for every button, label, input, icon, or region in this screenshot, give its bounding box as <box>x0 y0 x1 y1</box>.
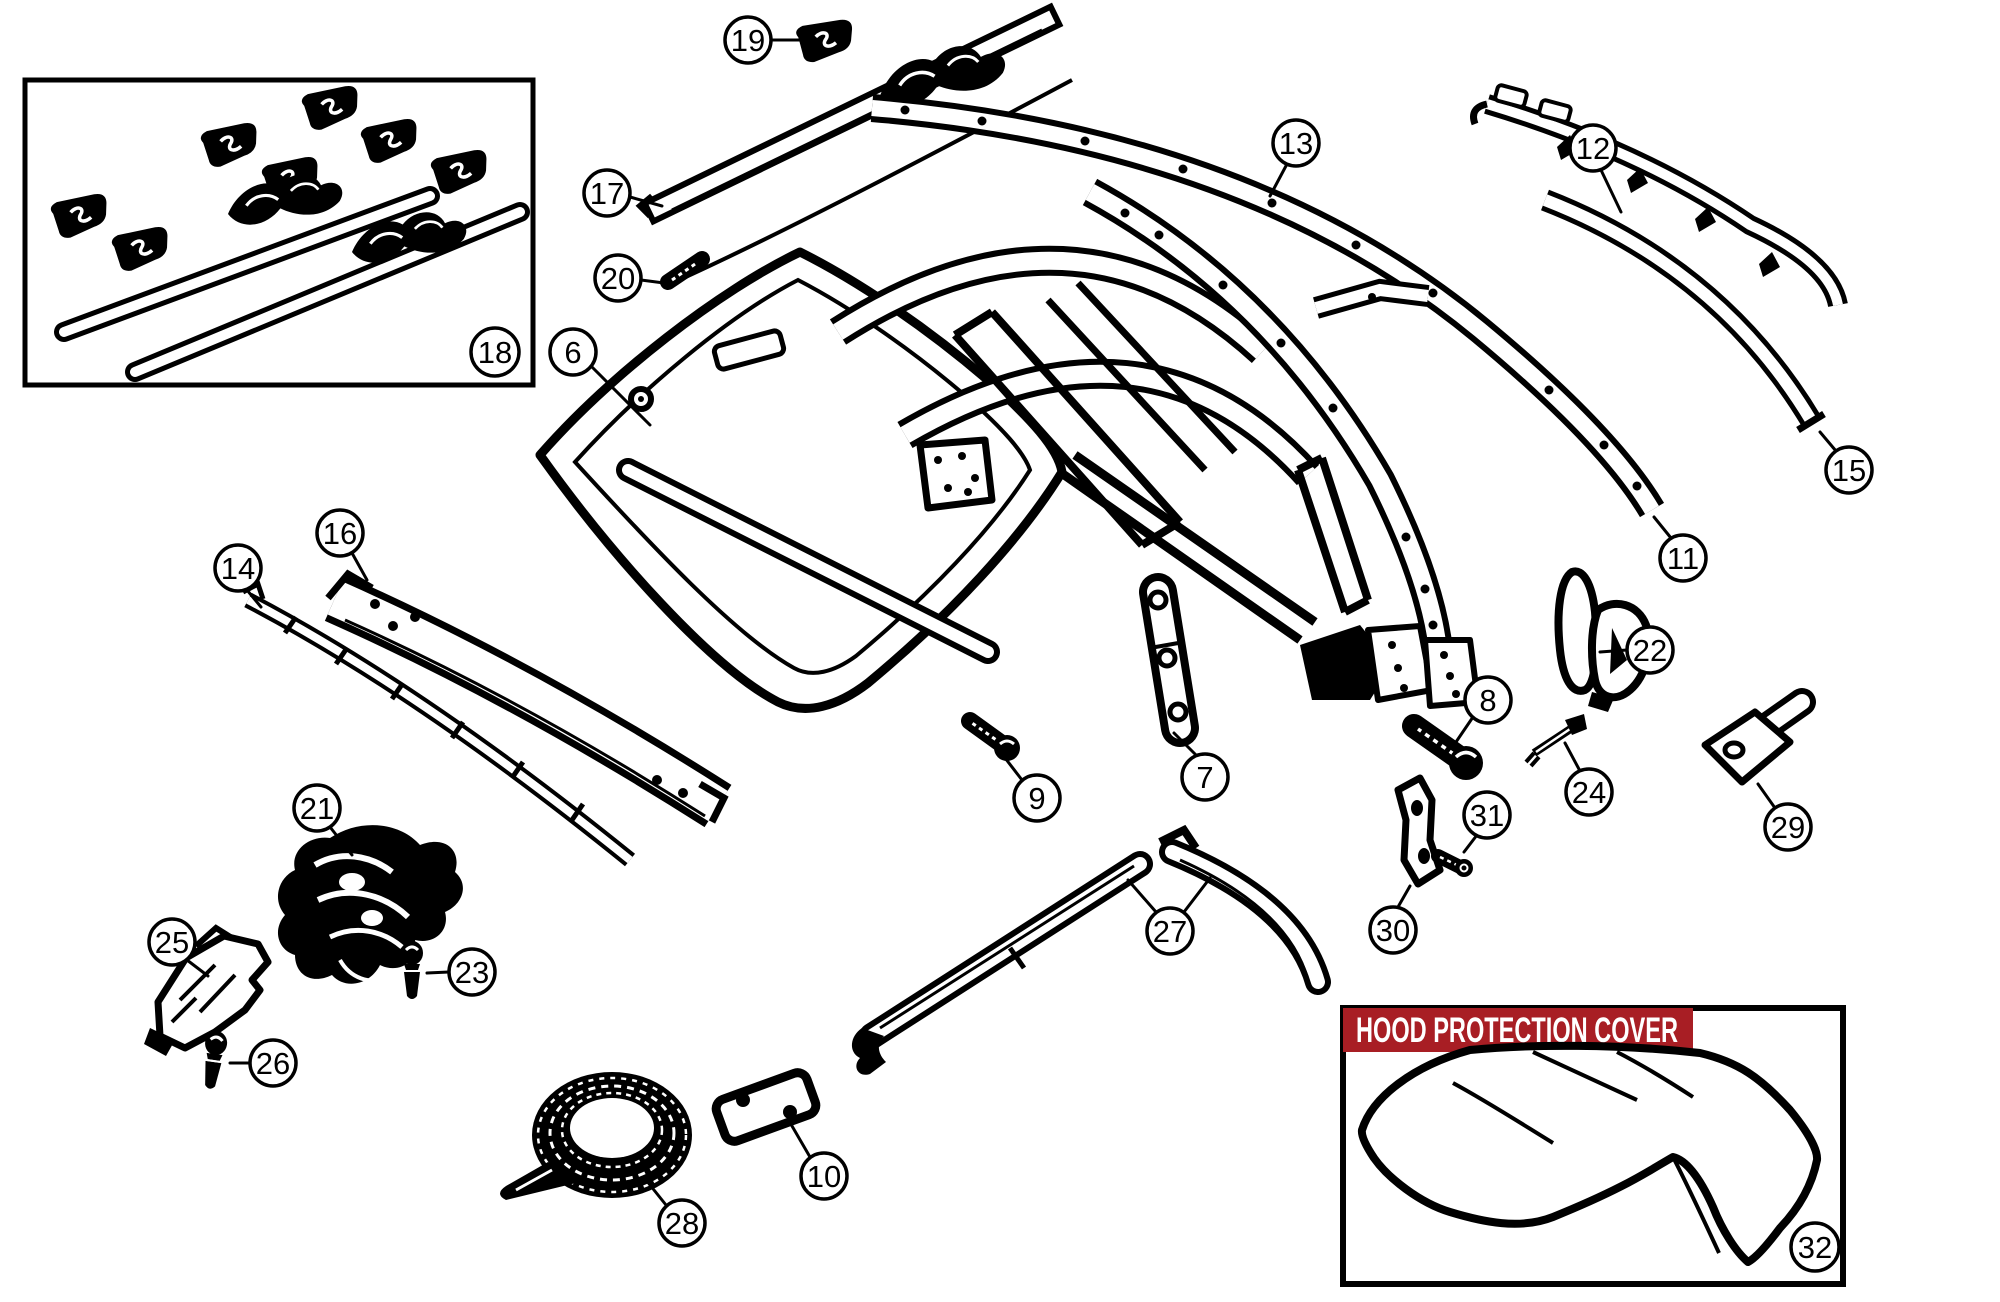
callout-32[interactable]: 32 <box>1789 1221 1841 1273</box>
part-23-bolt <box>399 939 425 1001</box>
svg-text:20: 20 <box>601 261 635 296</box>
part-6-hood-frame-assembly <box>535 178 1481 713</box>
part-27-sill-rails <box>851 824 1331 1075</box>
callout-21[interactable]: 21 <box>292 783 354 857</box>
callout-25[interactable]: 25 <box>147 917 210 978</box>
svg-text:10: 10 <box>807 1159 841 1194</box>
svg-text:15: 15 <box>1832 453 1866 488</box>
svg-text:28: 28 <box>665 1206 699 1241</box>
callout-6[interactable]: 6 <box>548 327 652 427</box>
svg-text:24: 24 <box>1572 775 1606 810</box>
callout-19[interactable]: 19 <box>723 15 802 65</box>
svg-text:7: 7 <box>1196 760 1213 795</box>
part-28-webbing-roll <box>500 1072 692 1200</box>
callout-24[interactable]: 24 <box>1563 741 1614 817</box>
part-16-header-rail-band <box>324 569 732 828</box>
part-20-tension-cable <box>660 78 1073 290</box>
callout-31[interactable]: 31 <box>1462 790 1512 854</box>
svg-text:8: 8 <box>1479 683 1496 718</box>
callout-12[interactable]: 12 <box>1568 123 1623 214</box>
svg-text:12: 12 <box>1576 131 1610 166</box>
callout-13[interactable]: 13 <box>1268 118 1321 198</box>
callout-20[interactable]: 20 <box>593 253 666 303</box>
part-30-bracket <box>1394 774 1444 888</box>
callout-28[interactable]: 28 <box>644 1178 707 1248</box>
svg-text:21: 21 <box>300 791 334 826</box>
svg-text:13: 13 <box>1279 126 1313 161</box>
callout-15[interactable]: 15 <box>1818 430 1874 495</box>
callout-29[interactable]: 29 <box>1756 782 1813 852</box>
part-12-hooked-rail <box>1470 83 1848 308</box>
part-21-hood-latch-assembly <box>277 825 463 984</box>
part-14-seal-rail <box>241 580 636 867</box>
part-10-anchor-plate <box>711 1068 821 1146</box>
callout-17[interactable]: 17 <box>582 168 664 218</box>
callout-23[interactable]: 23 <box>425 947 497 997</box>
callout-14[interactable]: 14 <box>213 543 263 609</box>
callout-11[interactable]: 11 <box>1652 515 1708 583</box>
callout-22[interactable]: 22 <box>1598 625 1675 675</box>
callout-26[interactable]: 26 <box>228 1038 298 1088</box>
svg-text:30: 30 <box>1376 913 1410 948</box>
callout-7[interactable]: 7 <box>1172 731 1230 802</box>
svg-text:6: 6 <box>564 335 581 370</box>
svg-text:9: 9 <box>1028 781 1045 816</box>
part-29-wing-fastener <box>1701 688 1816 786</box>
svg-text:17: 17 <box>590 176 624 211</box>
callout-27[interactable]: 27 <box>1126 876 1212 956</box>
part-9-screw <box>961 712 1020 761</box>
svg-text:29: 29 <box>1771 810 1805 845</box>
svg-text:19: 19 <box>731 23 765 58</box>
svg-text:18: 18 <box>478 335 512 370</box>
callout-10[interactable]: 10 <box>790 1124 849 1201</box>
svg-text:14: 14 <box>221 551 255 586</box>
svg-text:27: 27 <box>1153 914 1187 949</box>
part-17-header-rail <box>635 2 1064 226</box>
svg-text:11: 11 <box>1667 541 1699 576</box>
part-25-mounting-bracket <box>144 924 272 1056</box>
part-15-quarter-rail <box>1541 189 1826 433</box>
svg-text:22: 22 <box>1633 633 1667 668</box>
callout-16[interactable]: 16 <box>315 508 369 582</box>
callout-18[interactable]: 18 <box>469 326 521 378</box>
svg-text:26: 26 <box>256 1046 290 1081</box>
part-8-hex-bolt <box>1402 714 1483 780</box>
inset-rail-upper <box>54 163 440 342</box>
part-31-screw <box>1431 849 1473 877</box>
inset-rail-lower <box>125 201 530 382</box>
hood-cover-drawing <box>1357 1041 1822 1266</box>
inset-box-part-18 <box>22 77 536 388</box>
callout-9[interactable]: 9 <box>1000 752 1062 823</box>
svg-text:32: 32 <box>1798 1230 1832 1265</box>
svg-text:16: 16 <box>323 516 357 551</box>
callout-30[interactable]: 30 <box>1368 884 1418 955</box>
part-7-tension-link <box>1139 573 1199 747</box>
part-19-clip <box>792 11 861 67</box>
part-24-split-pin <box>1524 714 1587 768</box>
svg-text:25: 25 <box>155 925 189 960</box>
part-13-11-rear-rail <box>870 94 1665 518</box>
hood-protection-cover-box: HOOD PROTECTION COVER <box>1340 1005 1846 1287</box>
svg-text:23: 23 <box>455 955 489 990</box>
svg-text:31: 31 <box>1470 798 1504 833</box>
callout-8[interactable]: 8 <box>1454 675 1513 744</box>
